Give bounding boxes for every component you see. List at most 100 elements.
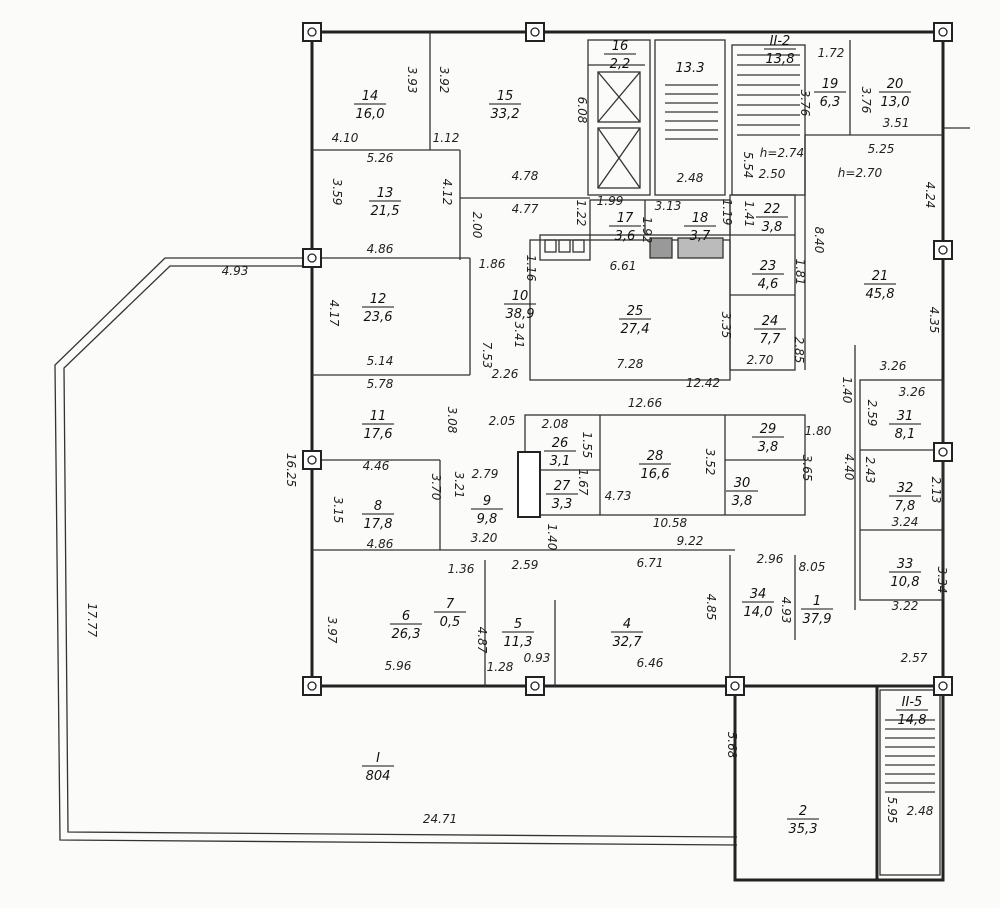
- dimension-label: 2.13: [929, 477, 943, 504]
- dimension-label: 6.08: [575, 97, 589, 124]
- room-17: 173,6: [609, 211, 641, 244]
- room-27: 273,3: [546, 479, 578, 512]
- dimension-label: 4.17: [327, 300, 341, 327]
- dimension-label: 1.16: [524, 255, 538, 282]
- dimension-label: 17.77: [85, 603, 99, 638]
- room-number: 23: [760, 259, 777, 274]
- room-area: 3,3: [552, 497, 573, 512]
- room-area: 3,1: [550, 454, 571, 469]
- dimension-label: 4.93: [779, 597, 793, 624]
- dimension-label: 2.48: [677, 171, 704, 185]
- room-area: 16,6: [641, 467, 670, 482]
- dimension-label: 1.81: [793, 259, 807, 286]
- dimension-label: 3.76: [798, 90, 812, 117]
- dimension-label: 3.59: [330, 179, 344, 206]
- dimension-label: 3.93: [405, 67, 419, 94]
- room-5: 511,3: [502, 617, 534, 650]
- room-6: 626,3: [390, 609, 422, 642]
- room-19: 196,3: [814, 77, 846, 110]
- dimension-label: 5.68: [725, 732, 739, 759]
- dimension-label: 1.40: [545, 524, 559, 551]
- room-area: 13,0: [881, 95, 910, 110]
- room-number: 16: [612, 39, 629, 54]
- room-number: 31: [897, 409, 914, 424]
- room-18: 183,7: [684, 211, 716, 244]
- room-number: 24: [762, 314, 779, 329]
- dimension-label: 1.12: [433, 131, 460, 145]
- room-number: 28: [647, 449, 664, 464]
- dimension-label: 2.48: [907, 804, 934, 818]
- room-number: 6: [402, 609, 410, 624]
- dimension-label: 4.93: [222, 264, 249, 278]
- room-area: 38,9: [506, 307, 535, 322]
- column: [302, 676, 322, 696]
- room-area: 21,5: [371, 204, 400, 219]
- room-13: 13 21,5: [369, 186, 401, 219]
- room-number: 7: [446, 597, 455, 612]
- room-number: 30: [734, 476, 751, 491]
- dimension-label: 3.08: [445, 407, 459, 434]
- room-area: 16,0: [356, 107, 385, 122]
- room-number: 2: [799, 804, 807, 819]
- room-area: 11,3: [504, 635, 533, 650]
- dimension-label: 2.85: [792, 337, 806, 364]
- dimension-label: 0.93: [524, 651, 551, 665]
- dimension-label: 3.22: [892, 599, 919, 613]
- room-number: 17: [617, 211, 634, 226]
- dimension-label: 24.71: [423, 812, 457, 826]
- room-number: 5: [514, 617, 522, 632]
- dimension-label: 1.40: [840, 377, 854, 404]
- dimension-label: 5.78: [367, 377, 394, 391]
- room-number: I: [376, 751, 380, 766]
- dimension-label: 1.80: [805, 424, 832, 438]
- dimension-label: 1.19: [720, 199, 734, 226]
- dimension-label: 16.25: [284, 453, 298, 487]
- dimension-label: 4.35: [927, 307, 941, 334]
- dimension-label: 2.08: [542, 417, 569, 431]
- dimension-label: 1.41: [742, 201, 756, 228]
- room-4: 432,7: [611, 617, 643, 650]
- dimension-label: 3.65: [800, 455, 814, 482]
- dimension-label: 6.71: [637, 556, 664, 570]
- column: [933, 22, 953, 42]
- room-number: 9: [483, 494, 491, 509]
- room-28: 28 16,6: [639, 449, 671, 482]
- room-23: 234,6: [752, 259, 784, 292]
- stair-treads: [665, 54, 935, 793]
- dimension-label: 9.22: [677, 534, 704, 548]
- column-marker: [938, 27, 948, 37]
- dimension-label: 6.46: [637, 656, 664, 670]
- dimension-label: 3.52: [703, 449, 717, 476]
- room-31: 318,1: [889, 409, 921, 442]
- dimension-label: 3.92: [437, 67, 451, 94]
- room-number: 15: [497, 89, 514, 104]
- room-2: 235,3: [787, 804, 819, 837]
- column: [302, 450, 322, 470]
- dimension-label: 1.22: [574, 200, 588, 227]
- dimension-label: 1.36: [448, 562, 475, 576]
- dimension-label: 8.05: [799, 560, 826, 574]
- room-number: 25: [627, 304, 644, 319]
- dimension-label: 1.86: [479, 257, 506, 271]
- room-number: 22: [764, 202, 781, 217]
- dimension-label: 3.13: [655, 199, 682, 213]
- room-area: 32,7: [613, 635, 643, 650]
- elevator-shafts: [597, 71, 641, 189]
- room-number: 13: [377, 186, 394, 201]
- room-8: 817,8: [362, 499, 394, 532]
- dimension-label: 10.58: [653, 516, 688, 530]
- room-30: 303,8: [726, 476, 758, 509]
- dimension-label: h=2.70: [838, 166, 883, 180]
- dimension-label: 3.34: [935, 567, 949, 594]
- room-area: 14,8: [898, 713, 927, 728]
- room-area: 3,8: [762, 220, 783, 235]
- dimension-label: 5.25: [868, 142, 895, 156]
- room-area: 17,6: [364, 427, 393, 442]
